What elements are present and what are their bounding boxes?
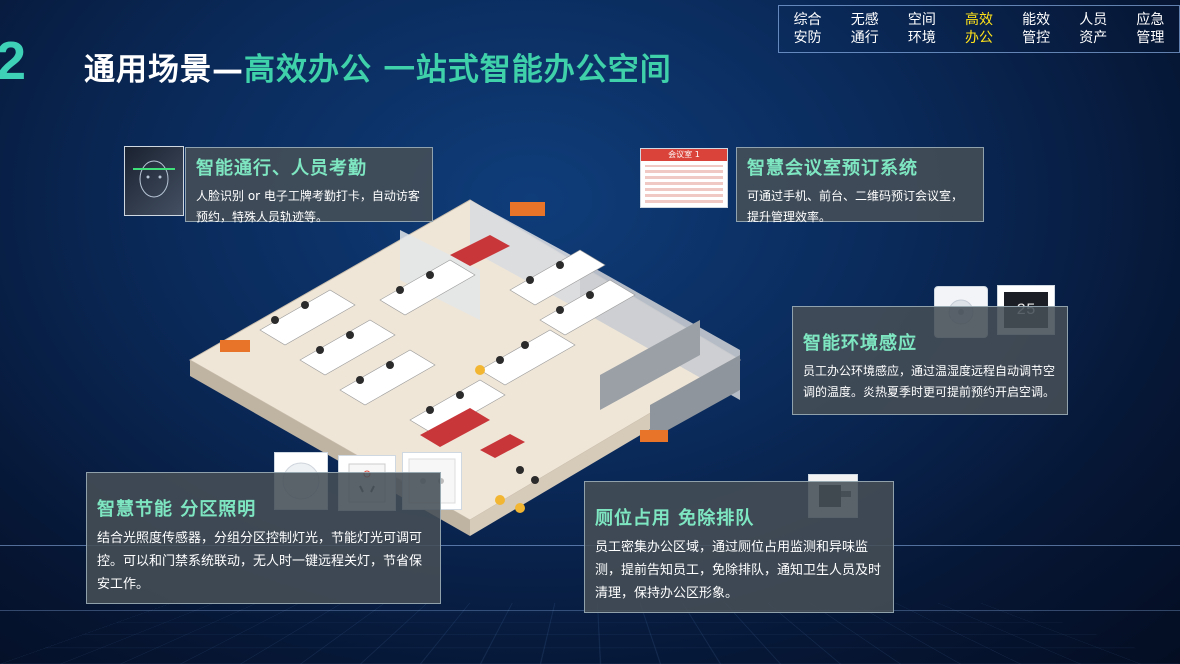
card-meeting-booking: 智慧会议室预订系统 可通过手机、前台、二维码预订会议室，提升管理效率。 — [736, 147, 984, 224]
meeting-schedule-lines — [645, 165, 723, 203]
meeting-tables — [420, 235, 525, 458]
nav-item-security[interactable]: 综合安防 — [793, 12, 822, 46]
card-environment-sensing: 智能环境感应 员工办公环境感应，通过温湿度远程自动调节空调的温度。炎热夏季时更可… — [792, 306, 1068, 415]
meeting-room-screen-image: 会议室 1 — [640, 148, 728, 208]
title-prefix: 通用场景— — [84, 52, 244, 88]
card-title: 厕位占用 免除排队 — [595, 508, 755, 529]
nav-item-emergency[interactable]: 应急管理 — [1136, 12, 1165, 46]
office-illustration — [188, 199, 741, 536]
top-nav: 综合安防 无感通行 空间环境 高效办公 能效管控 人员资产 应急管理 — [778, 5, 1180, 53]
people — [271, 261, 594, 484]
face-recognition-image — [124, 146, 184, 216]
nav-item-assets[interactable]: 人员资产 — [1079, 12, 1108, 46]
card-desc: 可通过手机、前台、二维码预订会议室，提升管理效率。 — [747, 189, 964, 224]
card-title: 智能环境感应 — [803, 333, 917, 354]
plants — [475, 365, 525, 513]
card-toilet-occupancy: 厕位占用 免除排队 员工密集办公区域，通过厕位占用监测和异味监测，提前告知员工，… — [584, 481, 894, 613]
title-highlight: 高效办公 一站式智能办公空间 — [244, 52, 672, 88]
nav-item-energy[interactable]: 能效管控 — [1022, 12, 1051, 46]
meeting-screen-label: 会议室 1 — [641, 149, 727, 161]
page-title: 通用场景—高效办公 一站式智能办公空间 — [84, 44, 672, 89]
card-desc: 结合光照度传感器，分组分区控制灯光，节能灯光可调可控。可以和门禁系统联动，无人时… — [97, 531, 423, 592]
cabinets — [220, 202, 668, 442]
lockers-2 — [650, 355, 740, 440]
page-number: 2 — [0, 31, 27, 91]
face-scan-icon — [133, 160, 175, 198]
card-access-attendance: 智能通行、人员考勤 人脸识别 or 电子工牌考勤打卡，自动访客预约，特殊人员轨迹… — [185, 147, 433, 224]
card-desc: 员工密集办公区域，通过厕位占用监测和异味监测，提前告知员工，免除排队，通知卫生人… — [595, 540, 882, 601]
card-title: 智能通行、人员考勤 — [196, 158, 367, 179]
card-zoned-lighting: 智慧节能 分区照明 结合光照度传感器，分组分区控制灯光，节能灯光可调可控。可以和… — [86, 472, 441, 604]
card-title: 智慧会议室预订系统 — [747, 158, 918, 179]
card-desc: 人脸识别 or 电子工牌考勤打卡，自动访客预约，特殊人员轨迹等。 — [196, 189, 420, 224]
nav-item-access[interactable]: 无感通行 — [850, 12, 879, 46]
nav-item-environment[interactable]: 空间环境 — [907, 12, 936, 46]
lockers-1 — [600, 320, 700, 410]
card-title: 智慧节能 分区照明 — [97, 499, 257, 520]
card-desc: 员工办公环境感应，通过温湿度远程自动调节空调的温度。炎热夏季时更可提前预约开启空… — [803, 364, 1056, 399]
nav-item-office[interactable]: 高效办公 — [964, 12, 993, 46]
